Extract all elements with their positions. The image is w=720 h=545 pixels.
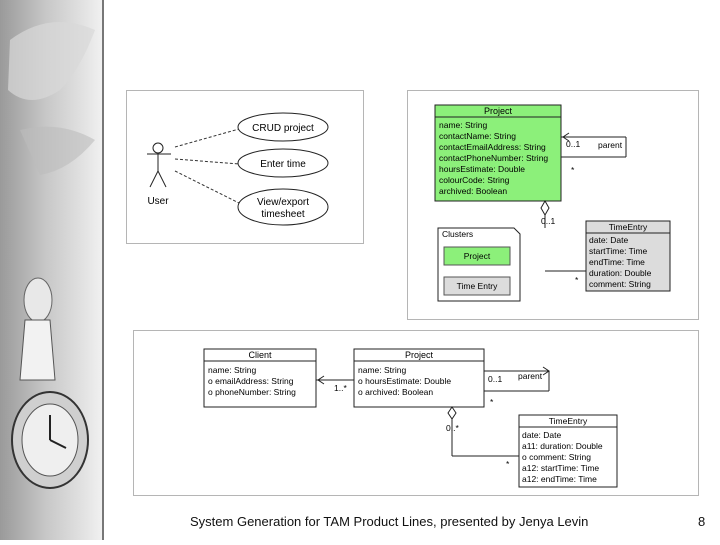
attribute: colourCode: String bbox=[439, 175, 510, 185]
attribute: comment: String bbox=[589, 279, 651, 289]
attribute: name: String bbox=[358, 365, 406, 375]
attribute: contactPhoneNumber: String bbox=[439, 153, 548, 163]
clusters-item-project bbox=[443, 246, 511, 266]
association-line bbox=[174, 128, 240, 148]
role-label: parent bbox=[518, 371, 543, 381]
association-line bbox=[174, 158, 240, 165]
attribute: name: String bbox=[208, 365, 256, 375]
aggregation-diamond bbox=[447, 406, 457, 420]
attribute: o emailAddress: String bbox=[208, 376, 294, 386]
attribute: date: Date bbox=[522, 430, 561, 440]
association-line bbox=[174, 170, 240, 204]
clusters-item-label: Project bbox=[464, 251, 491, 261]
attribute: date: Date bbox=[589, 235, 628, 245]
class-diagram-top: Project name: String contactName: String… bbox=[434, 104, 671, 302]
footer-caption: System Generation for TAM Product Lines,… bbox=[190, 514, 589, 529]
project-class-title: Project bbox=[484, 106, 513, 116]
use-case-diagram-panel: User CRUD project Enter time View/export… bbox=[126, 90, 364, 244]
time-entry-class: TimeEntry date: Date a11: duration: Doub… bbox=[518, 414, 618, 488]
attribute: startTime: Time bbox=[589, 246, 648, 256]
parent-self-association: 0..1 parent * bbox=[484, 366, 550, 407]
attribute: archived: Boolean bbox=[439, 186, 507, 196]
actor-label: User bbox=[147, 196, 169, 207]
use-case-label: View/export bbox=[257, 197, 309, 208]
surreal-clock-illustration bbox=[8, 22, 95, 489]
actor-left-leg bbox=[149, 170, 159, 188]
attribute: contactEmailAddress: String bbox=[439, 142, 546, 152]
clusters-package: Clusters Project Time Entry bbox=[437, 227, 521, 302]
project-class-title: Project bbox=[405, 350, 434, 360]
attribute: endTime: Time bbox=[589, 257, 645, 267]
use-case-view-export-timesheet bbox=[237, 188, 329, 226]
attribute: a12: endTime: Time bbox=[522, 474, 597, 484]
use-case-label: timesheet bbox=[261, 209, 305, 220]
attribute: o phoneNumber: String bbox=[208, 387, 296, 397]
multiplicity-label: 0..* bbox=[446, 423, 459, 433]
clusters-item-label: Time Entry bbox=[457, 281, 499, 291]
use-case-label: CRUD project bbox=[252, 123, 314, 134]
attribute: hoursEstimate: Double bbox=[439, 164, 525, 174]
multiplicity-label: * bbox=[575, 275, 579, 285]
attribute: a12: startTime: Time bbox=[522, 463, 599, 473]
clusters-item-time-entry bbox=[443, 276, 511, 296]
time-entry-title: TimeEntry bbox=[549, 416, 588, 426]
attribute: contactName: String bbox=[439, 131, 516, 141]
multiplicity-label: * bbox=[490, 397, 494, 407]
client-class: Client name: String o emailAddress: Stri… bbox=[203, 348, 317, 408]
multiplicity-label: 0..1 bbox=[541, 216, 555, 226]
use-case-diagram: User CRUD project Enter time View/export… bbox=[147, 91, 363, 226]
attribute: o hoursEstimate: Double bbox=[358, 376, 451, 386]
multiplicity-label: 0..1 bbox=[566, 139, 580, 149]
attribute: o archived: Boolean bbox=[358, 387, 433, 397]
clusters-title: Clusters bbox=[442, 229, 473, 239]
page-number: 8 bbox=[698, 514, 706, 529]
role-label: parent bbox=[598, 140, 623, 150]
multiplicity-label: * bbox=[506, 459, 510, 469]
multiplicity-label: * bbox=[571, 165, 575, 175]
project-class: Project name: String contactName: String… bbox=[434, 104, 562, 202]
attribute: a11: duration: Double bbox=[522, 441, 603, 451]
actor-right-leg bbox=[157, 170, 167, 188]
multiplicity-label: 0..1 bbox=[488, 374, 502, 384]
client-class-title: Client bbox=[248, 350, 272, 360]
class-diagram-top-panel: Project name: String contactName: String… bbox=[407, 90, 699, 320]
class-diagram-bottom-panel: Client name: String o emailAddress: Stri… bbox=[133, 330, 699, 496]
use-case-crud-project bbox=[237, 112, 329, 142]
decorative-sidebar-art bbox=[0, 0, 104, 540]
attribute: name: String bbox=[439, 120, 487, 130]
time-entry-title: TimeEntry bbox=[609, 222, 648, 232]
class-diagram-bottom: Client name: String o emailAddress: Stri… bbox=[203, 348, 618, 488]
parent-self-association: 0..1 parent * bbox=[561, 132, 627, 175]
use-case-enter-time bbox=[237, 148, 329, 178]
actor-head bbox=[152, 142, 164, 154]
attribute: o comment: String bbox=[522, 452, 591, 462]
project-class: Project name: String o hoursEstimate: Do… bbox=[353, 348, 485, 408]
use-case-label: Enter time bbox=[260, 159, 306, 170]
multiplicity-label: 1..* bbox=[334, 383, 347, 393]
attribute: duration: Double bbox=[589, 268, 652, 278]
aggregation-diamond bbox=[540, 199, 550, 217]
time-entry-class: TimeEntry date: Date startTime: Time end… bbox=[585, 220, 671, 292]
